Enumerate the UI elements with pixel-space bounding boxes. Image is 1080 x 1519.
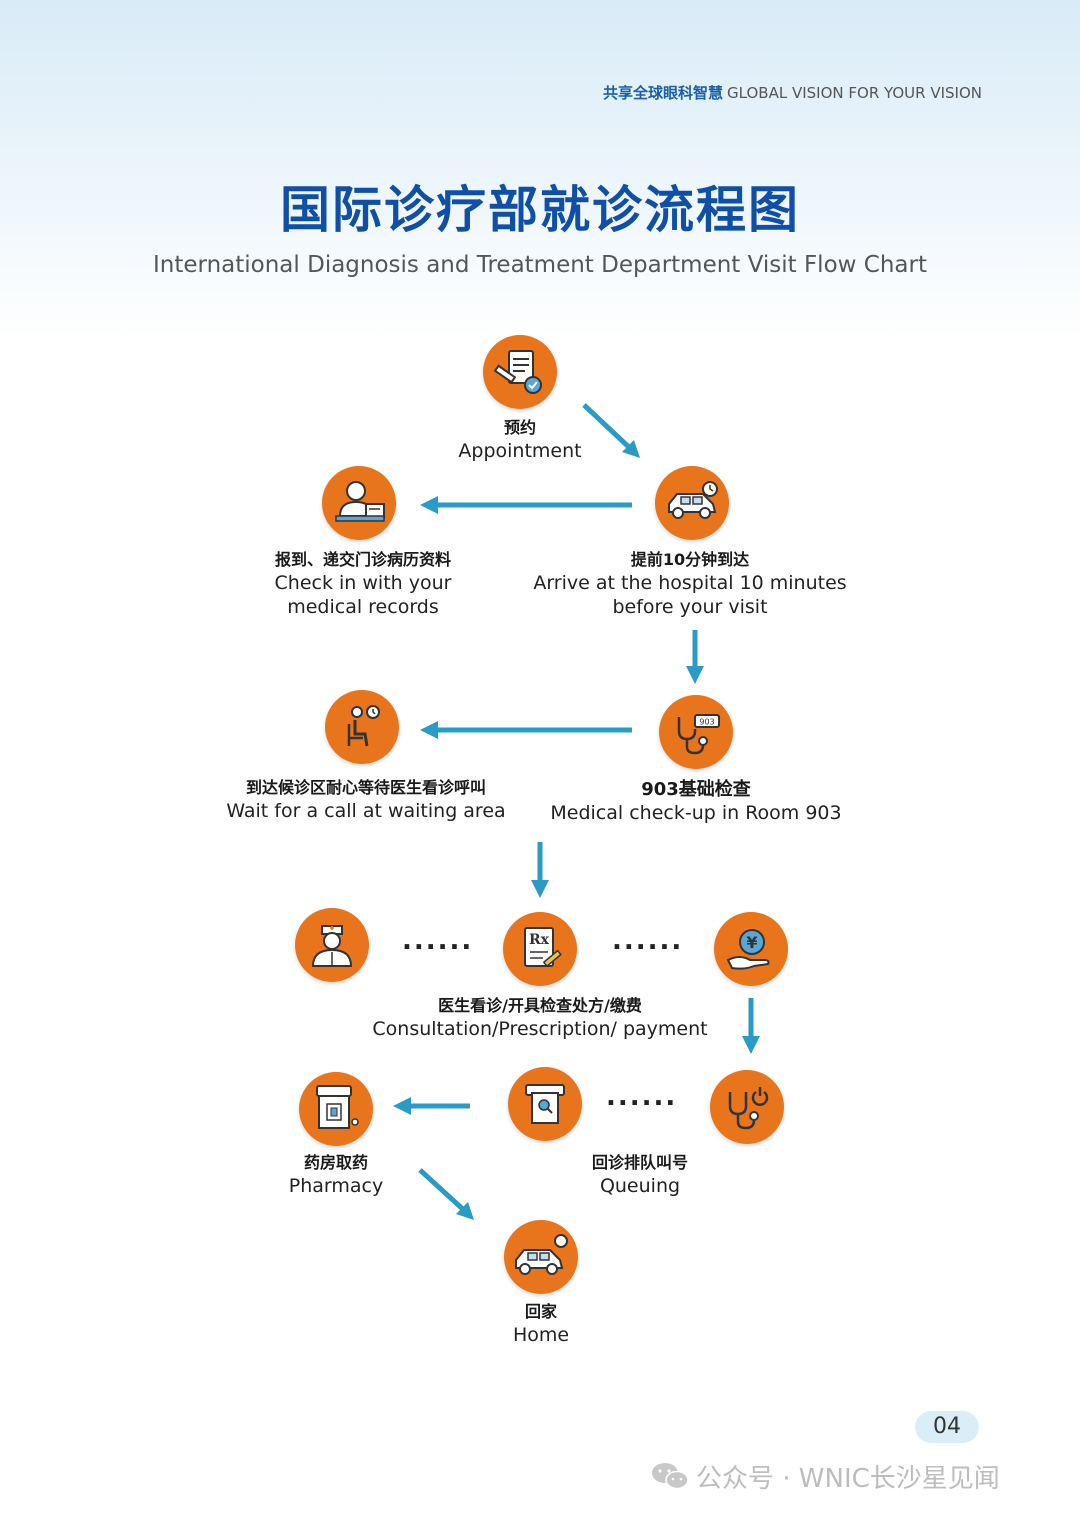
step-consult-en: Consultation/Prescription/ payment <box>372 1017 708 1040</box>
stethoscope-power-icon <box>710 1070 784 1144</box>
step-pharmacy-cn: 药房取药 <box>303 1153 368 1172</box>
step-checkin-cn: 报到、递交门诊病历资料 <box>274 550 451 569</box>
arrowhead <box>622 440 640 458</box>
ticket-machine-icon <box>508 1067 582 1141</box>
doctor-icon <box>295 908 369 982</box>
step-wait-en: Wait for a call at waiting area <box>226 799 506 822</box>
step-arrive-cn: 提前10分钟到达 <box>630 550 750 569</box>
prescription-icon: Rx <box>503 912 577 986</box>
arrowhead <box>456 1202 474 1220</box>
page-subtitle: International Diagnosis and Treatment De… <box>153 252 927 278</box>
step-home-cn: 回家 <box>524 1302 557 1321</box>
step-arrive-en2: before your visit <box>612 596 768 619</box>
tagline-cn: 共享全球眼科智慧 <box>603 84 724 102</box>
step-pharmacy: 药房取药 Pharmacy <box>266 1153 406 1198</box>
arrow-pharmacy-to-home <box>418 1168 468 1214</box>
arrowhead <box>393 1097 411 1115</box>
step-consult: 医生看诊/开具检查处方/缴费 Consultation/Prescription… <box>330 996 750 1041</box>
step-pharmacy-en: Pharmacy <box>288 1174 384 1197</box>
arrowhead <box>420 496 438 514</box>
step-queue: 回诊排队叫号 Queuing <box>560 1153 720 1198</box>
svg-text:903: 903 <box>699 718 714 727</box>
arrowhead <box>686 666 704 684</box>
step-arrive-en: Arrive at the hospital 10 minutes <box>533 571 847 594</box>
step-consult-cn: 医生看诊/开具检查处方/缴费 <box>438 996 642 1015</box>
dots-2: ...... <box>612 926 684 956</box>
step-checkin-en2: medical records <box>287 596 439 619</box>
step-wait-cn: 到达候诊区耐心等待医生看诊呼叫 <box>245 778 486 797</box>
arrowhead <box>531 880 549 898</box>
watermark: 公众号 · WNIC长沙星见闻 <box>650 1458 1000 1499</box>
step-appointment-cn: 预约 <box>503 418 536 437</box>
step-appointment: 预约 Appointment <box>420 418 620 463</box>
wechat-icon <box>650 1460 690 1499</box>
step-home: 回家 Home <box>471 1302 611 1347</box>
stethoscope-903-icon: 903 <box>659 695 733 769</box>
car-clock-icon <box>655 466 729 540</box>
step-queue-cn: 回诊排队叫号 <box>591 1153 688 1172</box>
step-checkup-cn: 903基础检查 <box>641 779 751 800</box>
seated-person-clock-icon <box>325 690 399 764</box>
step-appointment-en: Appointment <box>458 439 582 462</box>
receptionist-icon <box>322 466 396 540</box>
arrowhead <box>420 721 438 739</box>
arrowhead <box>742 1036 760 1054</box>
page-title: 国际诊疗部就诊流程图 <box>280 181 800 239</box>
svg-text:Rx: Rx <box>529 932 550 948</box>
page-number: 04 <box>915 1411 979 1443</box>
dots-3: ...... <box>606 1082 678 1112</box>
payment-yen-icon: ¥ <box>714 912 788 986</box>
arrow-appointment-to-arrive <box>582 403 634 452</box>
step-wait: 到达候诊区耐心等待医生看诊呼叫 Wait for a call at waiti… <box>210 778 522 823</box>
pharmacy-cabinet-icon <box>299 1072 373 1146</box>
step-arrive: 提前10分钟到达 Arrive at the hospital 10 minut… <box>520 550 860 620</box>
step-checkin-en: Check in with your <box>274 571 452 594</box>
svg-text:¥: ¥ <box>746 933 757 952</box>
watermark-text: 公众号 · WNIC长沙星见闻 <box>696 1464 1000 1494</box>
dots-1: ...... <box>402 926 474 956</box>
step-queue-en: Queuing <box>599 1174 681 1197</box>
step-home-en: Home <box>512 1323 570 1346</box>
document-pen-icon <box>483 335 557 409</box>
step-checkup-en: Medical check-up in Room 903 <box>550 802 842 825</box>
tagline-en: GLOBAL VISION FOR YOUR VISION <box>727 84 982 102</box>
car-home-icon <box>504 1220 578 1294</box>
step-checkup: 903基础检查 Medical check-up in Room 903 <box>530 778 862 826</box>
step-checkin: 报到、递交门诊病历资料 Check in with your medical r… <box>230 550 496 620</box>
